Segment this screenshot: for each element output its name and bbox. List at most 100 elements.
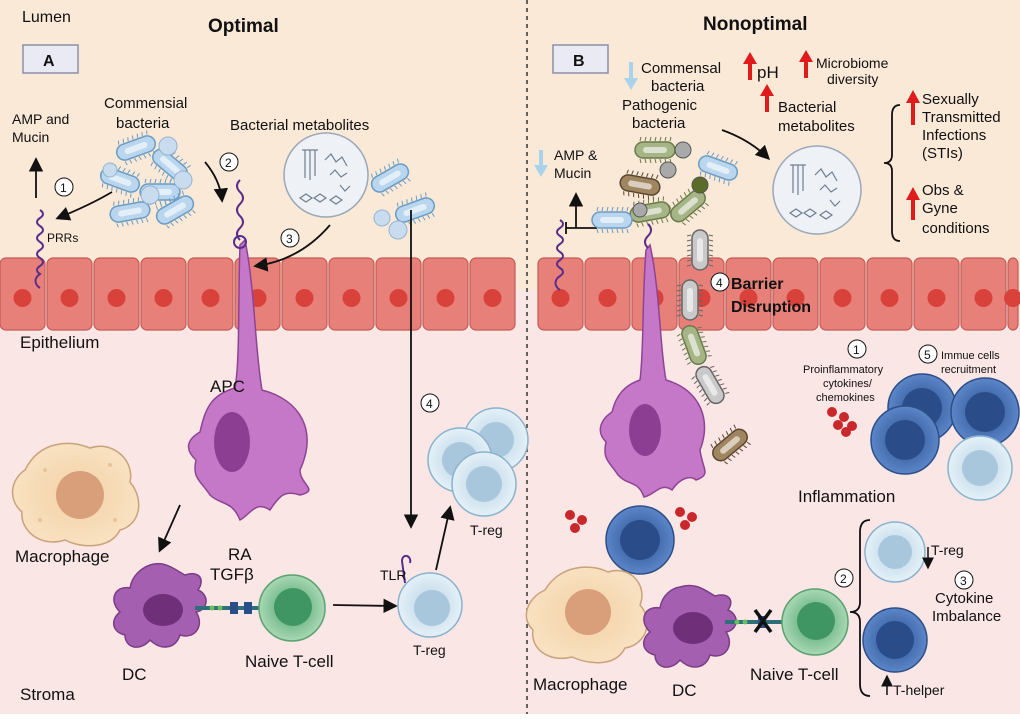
apc-cell bbox=[187, 179, 310, 522]
amp-decrease-line2: Mucin bbox=[554, 165, 591, 181]
cytokine-dots-lower bbox=[565, 507, 697, 533]
differentiation-bracket bbox=[849, 519, 871, 697]
epithelial-cell bbox=[140, 257, 187, 331]
barrier-label-line1: Barrier bbox=[731, 276, 783, 293]
thelper-cell-mid bbox=[605, 505, 675, 575]
coccus bbox=[158, 136, 178, 156]
dc-label-left: DC bbox=[122, 665, 147, 684]
ph-label: pH bbox=[757, 63, 779, 82]
coccus bbox=[632, 202, 648, 218]
immune-cell-cluster bbox=[870, 373, 1020, 501]
step-5-circle bbox=[918, 344, 938, 364]
prrs-label: PRRs bbox=[47, 231, 78, 245]
bacterium bbox=[109, 196, 151, 228]
step-2-right-circle bbox=[834, 568, 854, 588]
step-4-circle bbox=[420, 393, 440, 413]
panel-b-letter: B bbox=[573, 53, 585, 70]
treg-cluster-left bbox=[427, 407, 529, 517]
commensal-label-line2: bacteria bbox=[116, 115, 170, 132]
bacterium bbox=[676, 279, 704, 321]
naive-tcell-label-left: Naive T-cell bbox=[245, 652, 334, 671]
metabolite-circle-right bbox=[772, 145, 862, 235]
coccus bbox=[674, 141, 692, 159]
proinflammatory-line2: cytokines/ bbox=[823, 378, 873, 390]
step-2-right-label: 2 bbox=[840, 572, 847, 586]
obs-label-line2: Gyne bbox=[922, 200, 958, 217]
step-3-circle bbox=[280, 228, 300, 248]
step-3-right-label: 3 bbox=[960, 574, 967, 588]
coccus bbox=[173, 170, 193, 190]
apc-to-dc-arrow bbox=[158, 504, 181, 553]
naive-tcell-left bbox=[258, 574, 326, 642]
prr-receptor-right bbox=[554, 219, 564, 291]
metabolite-bubbles bbox=[370, 158, 436, 240]
metabolites-label: Bacterial metabolites bbox=[230, 117, 369, 134]
metabolites-label-line1: Bacterial bbox=[778, 99, 836, 116]
treg-cell-right bbox=[864, 521, 926, 583]
thelper-label: T-helper bbox=[893, 682, 945, 698]
step-4-label: 4 bbox=[426, 397, 433, 411]
treg-decrease-label: T-reg bbox=[931, 542, 964, 558]
block-x-icon bbox=[753, 608, 773, 634]
bacterium bbox=[676, 324, 712, 366]
proinflammatory-line1: Proinflammatory bbox=[803, 364, 884, 376]
commensal-down-arrow-icon bbox=[624, 62, 638, 90]
tgf-label: TGFβ bbox=[210, 565, 254, 584]
epithelial-cell bbox=[469, 257, 516, 331]
bacterium bbox=[710, 424, 751, 465]
bacterium bbox=[691, 365, 730, 406]
commensal-label-line1: Commensial bbox=[104, 95, 187, 112]
outcome-bracket bbox=[883, 104, 901, 242]
ra-label: RA bbox=[228, 545, 252, 564]
stroma-label: Stroma bbox=[20, 685, 75, 704]
commensal-bacteria-cluster bbox=[99, 130, 196, 229]
dc-cell-right bbox=[643, 584, 737, 668]
naive-tcell-right bbox=[781, 588, 849, 656]
commensal-decrease-line1: Commensal bbox=[641, 60, 721, 77]
tlr-label: TLR bbox=[380, 567, 406, 583]
microbiome-up-arrow-icon bbox=[799, 50, 813, 78]
coccus bbox=[388, 220, 408, 240]
ra-tgf-synapse-left bbox=[195, 602, 262, 614]
step-2-circle bbox=[219, 152, 239, 172]
treg-cell-tlr bbox=[397, 555, 463, 638]
immune-recruit-line1: Immue cells bbox=[941, 350, 1000, 362]
proinflammatory-line3: chemokines bbox=[816, 392, 875, 404]
coccus bbox=[659, 161, 677, 179]
microbiome-label-line1: Microbiome bbox=[816, 55, 889, 71]
bacterium bbox=[155, 190, 196, 229]
epithelial-cell bbox=[772, 257, 819, 331]
obs-label-line1: Obs & bbox=[922, 182, 964, 199]
metabolites-label-line2: metabolites bbox=[778, 118, 855, 135]
epithelial-cell bbox=[960, 257, 1007, 331]
amp-mucin-label-line2: Mucin bbox=[12, 129, 49, 145]
sti-label-line1: Sexually bbox=[922, 91, 979, 108]
thelper-cell-right bbox=[862, 607, 928, 673]
sti-label-line2: Transmitted bbox=[922, 109, 1001, 126]
bacterium bbox=[370, 158, 411, 197]
pathogenic-label-line1: Pathogenic bbox=[622, 97, 698, 114]
treg-label-1: T-reg bbox=[413, 642, 446, 658]
coccus bbox=[140, 185, 160, 205]
metabolite-circle-left bbox=[283, 132, 369, 218]
panel-b-box bbox=[552, 44, 609, 74]
epithelial-cell bbox=[0, 257, 46, 331]
step-2-label: 2 bbox=[225, 156, 232, 170]
pathogenic-label-line2: bacteria bbox=[632, 115, 686, 132]
epithelium-layer-right bbox=[537, 257, 1020, 331]
step-1-label: 1 bbox=[60, 181, 67, 195]
macrophage-cell-right bbox=[525, 566, 648, 664]
macrophage-label-right: Macrophage bbox=[533, 675, 628, 694]
imbalance-line1: Cytokine bbox=[935, 590, 993, 607]
treg-label-2: T-reg bbox=[470, 522, 503, 538]
sti-label-line4: (STIs) bbox=[922, 145, 963, 162]
dc-cell-left bbox=[113, 563, 207, 648]
bacterium bbox=[115, 130, 157, 166]
metabolites-up-arrow-icon bbox=[760, 84, 774, 112]
sti-label-line3: Infections bbox=[922, 127, 986, 144]
step-1-right-label: 1 bbox=[853, 343, 860, 357]
bacterium bbox=[394, 192, 436, 228]
macrophage-label-left: Macrophage bbox=[15, 547, 110, 566]
panel-a-letter: A bbox=[43, 53, 55, 70]
